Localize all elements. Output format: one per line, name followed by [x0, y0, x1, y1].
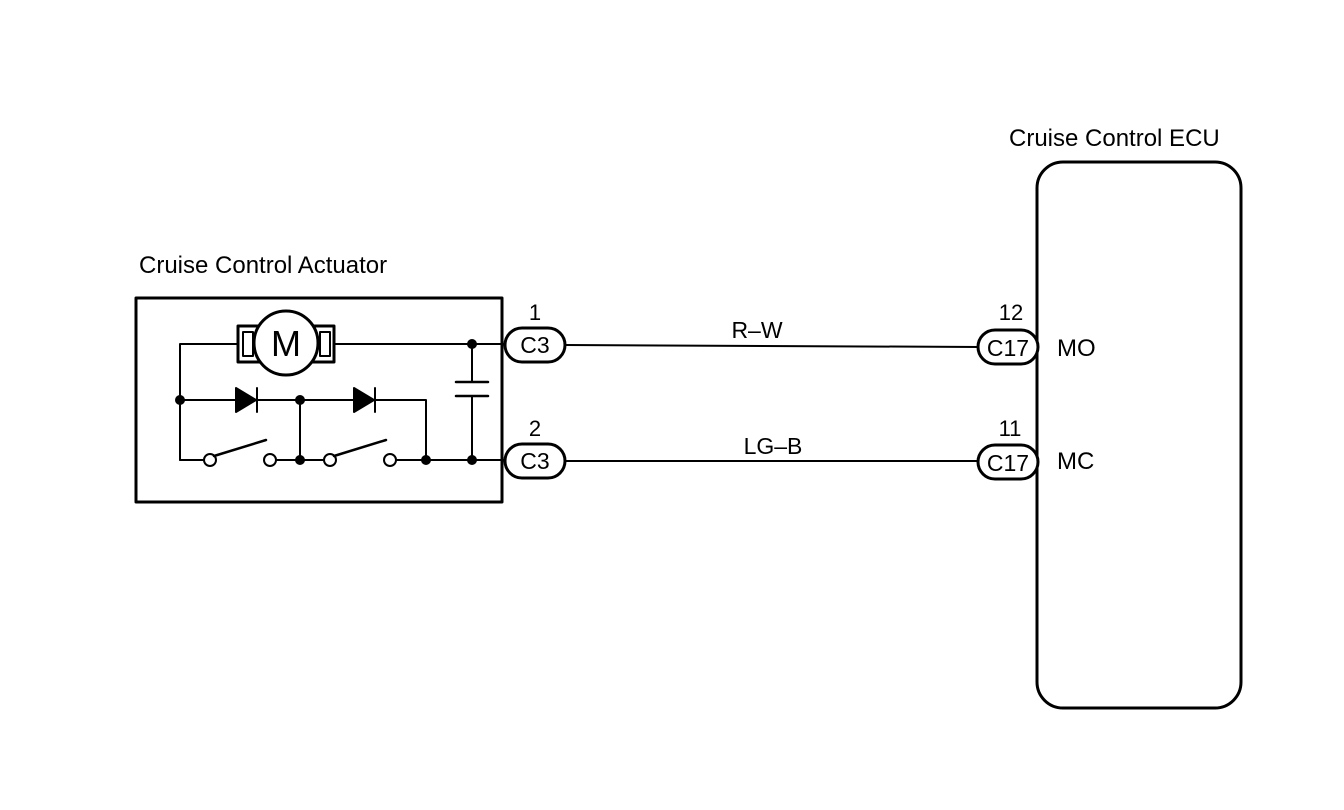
top-rail-left	[179, 343, 239, 461]
diode-2	[353, 387, 376, 413]
ecu-connector-2	[976, 443, 1040, 481]
ecu-terminal-mc: MC	[1057, 448, 1094, 475]
actuator-pin-2: 2	[529, 416, 541, 441]
limit-switch-1	[203, 438, 277, 467]
ecu-pin-11: 11	[999, 416, 1022, 441]
ecu-pin-12: 12	[999, 300, 1023, 325]
ecu-connector-2-label: C17	[987, 450, 1029, 476]
wire-r-w	[564, 344, 981, 348]
wire-color-2: LG–B	[744, 433, 803, 459]
ecu-terminal-mo: MO	[1057, 335, 1096, 362]
diode-rail	[179, 399, 427, 461]
actuator-box	[134, 296, 504, 504]
ecu-box	[1035, 160, 1243, 710]
motor-symbol	[236, 309, 336, 377]
junction-dots	[175, 339, 477, 465]
ecu-connector-1	[976, 328, 1040, 366]
actuator-connector-1-label: C3	[520, 332, 549, 358]
ecu-connector-1-label: C17	[987, 335, 1029, 361]
motor-label: M	[271, 323, 301, 364]
capacitor-symbol	[454, 343, 490, 461]
actuator-pin-1: 1	[529, 300, 541, 325]
actuator-title: Cruise Control Actuator	[139, 252, 387, 279]
actuator-connector-2-label: C3	[520, 448, 549, 474]
limit-switch-2	[323, 438, 397, 467]
wire-color-1: R–W	[731, 317, 782, 343]
diode-1	[235, 387, 258, 413]
ecu-title: Cruise Control ECU	[1009, 125, 1220, 152]
